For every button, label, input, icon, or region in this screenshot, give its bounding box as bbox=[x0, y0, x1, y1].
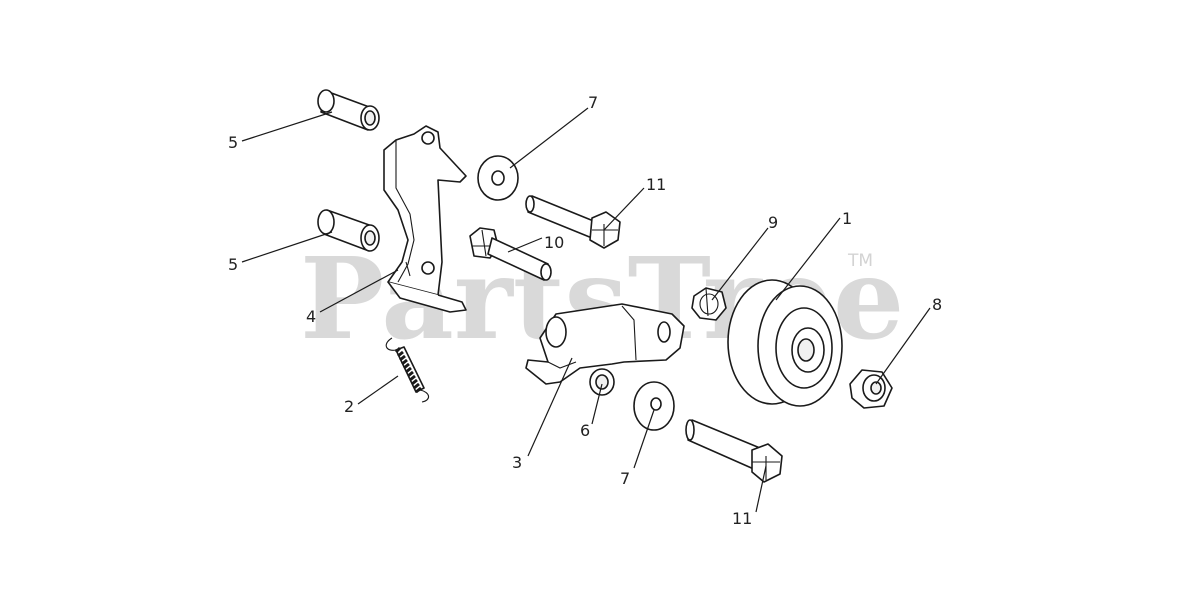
callout-7-lower: 7 bbox=[620, 469, 630, 488]
part-1-idler-pulley[interactable] bbox=[727, 279, 843, 407]
callout-4: 4 bbox=[306, 307, 316, 326]
part-2-spring[interactable] bbox=[385, 337, 430, 403]
callout-11-lower: 11 bbox=[732, 509, 752, 528]
watermark-trademark: TM bbox=[847, 251, 873, 271]
callout-8: 8 bbox=[932, 295, 942, 314]
part-10-hex-bolt[interactable] bbox=[469, 227, 552, 281]
callout-6: 6 bbox=[580, 421, 590, 440]
part-5-spacer-lower[interactable] bbox=[317, 209, 380, 252]
part-6-spacer[interactable] bbox=[589, 368, 615, 396]
part-11-bolt-lower[interactable] bbox=[685, 419, 783, 483]
callout-3: 3 bbox=[512, 453, 522, 472]
part-9-nut[interactable] bbox=[691, 287, 727, 321]
callout-10: 10 bbox=[544, 233, 564, 252]
callout-1: 1 bbox=[842, 209, 852, 228]
part-8-lock-nut[interactable] bbox=[849, 369, 893, 409]
callout-2: 2 bbox=[344, 397, 354, 416]
callout-9: 9 bbox=[768, 213, 778, 232]
leader-lines bbox=[241, 107, 931, 513]
callout-7-upper: 7 bbox=[588, 93, 598, 112]
callout-11-upper: 11 bbox=[646, 175, 666, 194]
part-5-spacer-upper[interactable] bbox=[317, 89, 380, 131]
part-7-washer-lower[interactable] bbox=[633, 381, 675, 431]
callout-5-lower: 5 bbox=[228, 255, 238, 274]
part-7-washer-upper[interactable] bbox=[477, 155, 519, 201]
part-3-pivot-bracket[interactable] bbox=[525, 303, 685, 385]
callout-5-upper: 5 bbox=[228, 133, 238, 152]
part-4-idler-bracket[interactable] bbox=[383, 125, 467, 313]
